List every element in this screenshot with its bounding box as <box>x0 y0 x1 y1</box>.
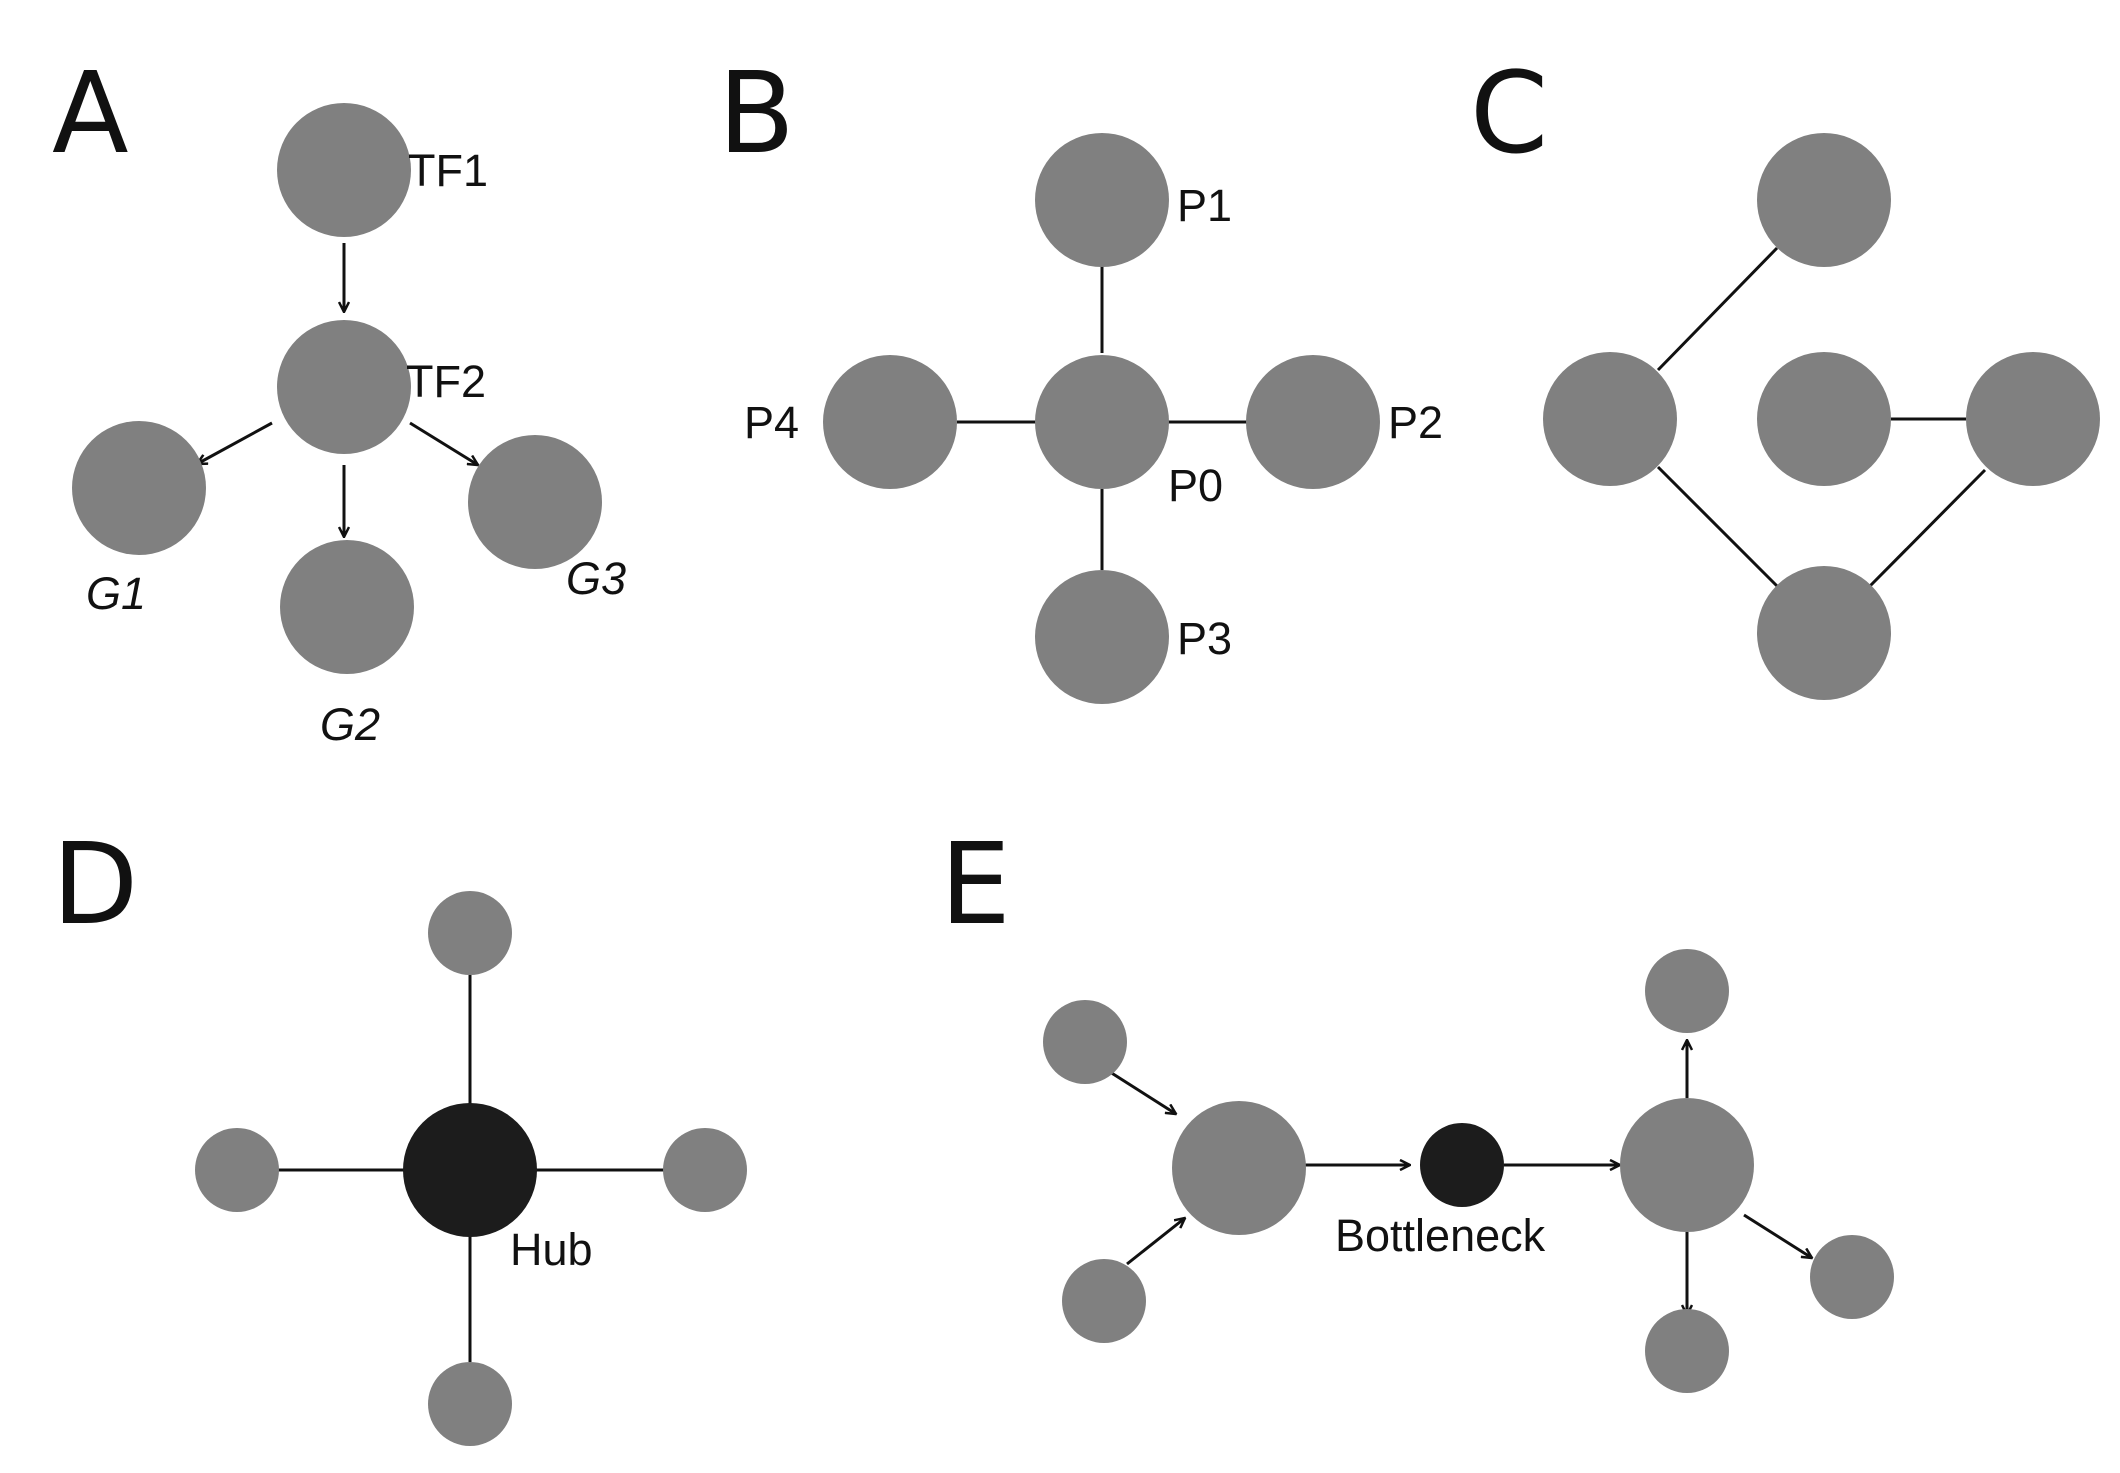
node-d-bottom <box>428 1362 512 1446</box>
node-c-top <box>1757 133 1891 267</box>
edge-tf2-g1 <box>197 421 273 464</box>
label-g1: G1 <box>86 568 146 619</box>
node-e-out-top <box>1645 949 1729 1033</box>
edge-tf2-g3 <box>409 421 478 465</box>
label-p2: P2 <box>1388 397 1443 448</box>
edge-c-left-top <box>1656 246 1779 372</box>
node-c-right <box>1966 352 2100 486</box>
panel-d-letter: D <box>52 820 138 950</box>
node-p4 <box>823 355 957 489</box>
label-g3: G3 <box>566 553 626 604</box>
panel-c-letter: C <box>1470 49 1548 179</box>
node-e-out-right <box>1810 1235 1894 1319</box>
edge-c-bottom-right <box>1868 468 1987 588</box>
node-e-right <box>1620 1098 1754 1232</box>
node-e-out-bottom <box>1645 1309 1729 1393</box>
node-d-right <box>663 1128 747 1212</box>
label-tf1: TF1 <box>408 145 488 196</box>
label-p3: P3 <box>1177 613 1232 664</box>
label-bottleneck: Bottleneck <box>1335 1210 1546 1261</box>
panel-b: B P1 P4 P2 P0 P3 <box>718 49 1443 704</box>
node-c-middle <box>1757 352 1891 486</box>
label-hub: Hub <box>510 1224 593 1275</box>
node-c-left <box>1543 352 1677 486</box>
node-g1 <box>72 421 206 555</box>
node-p1 <box>1035 133 1169 267</box>
node-p3 <box>1035 570 1169 704</box>
node-e-in-bottom <box>1062 1259 1146 1343</box>
edge-e-out-right <box>1743 1213 1812 1258</box>
panel-e-letter: E <box>940 820 1011 950</box>
node-hub <box>403 1103 537 1237</box>
panel-e: E Bottleneck <box>940 820 1894 1393</box>
node-g2 <box>280 540 414 674</box>
edge-e-in-top <box>1109 1070 1176 1114</box>
panel-a: A TF1 TF2 G1 G2 G3 <box>52 49 626 750</box>
node-d-left <box>195 1128 279 1212</box>
node-tf2 <box>277 320 411 454</box>
edge-e-in-bottom <box>1126 1218 1185 1266</box>
node-d-top <box>428 891 512 975</box>
node-p0 <box>1035 355 1169 489</box>
node-e-left <box>1172 1101 1306 1235</box>
label-p4: P4 <box>744 397 799 448</box>
label-p0: P0 <box>1168 460 1223 511</box>
panel-c: C <box>1470 49 2100 700</box>
panel-a-letter: A <box>52 49 129 179</box>
node-e-in-top <box>1043 1000 1127 1084</box>
node-bottleneck <box>1420 1123 1504 1207</box>
node-c-bottom <box>1757 566 1891 700</box>
label-tf2: TF2 <box>406 356 486 407</box>
label-g2: G2 <box>320 699 380 750</box>
label-p1: P1 <box>1177 180 1232 231</box>
panel-b-letter: B <box>718 49 795 179</box>
node-tf1 <box>277 103 411 237</box>
node-g3 <box>468 435 602 569</box>
panel-d: D Hub <box>52 820 747 1446</box>
edge-c-left-bottom <box>1656 465 1779 588</box>
node-p2 <box>1246 355 1380 489</box>
